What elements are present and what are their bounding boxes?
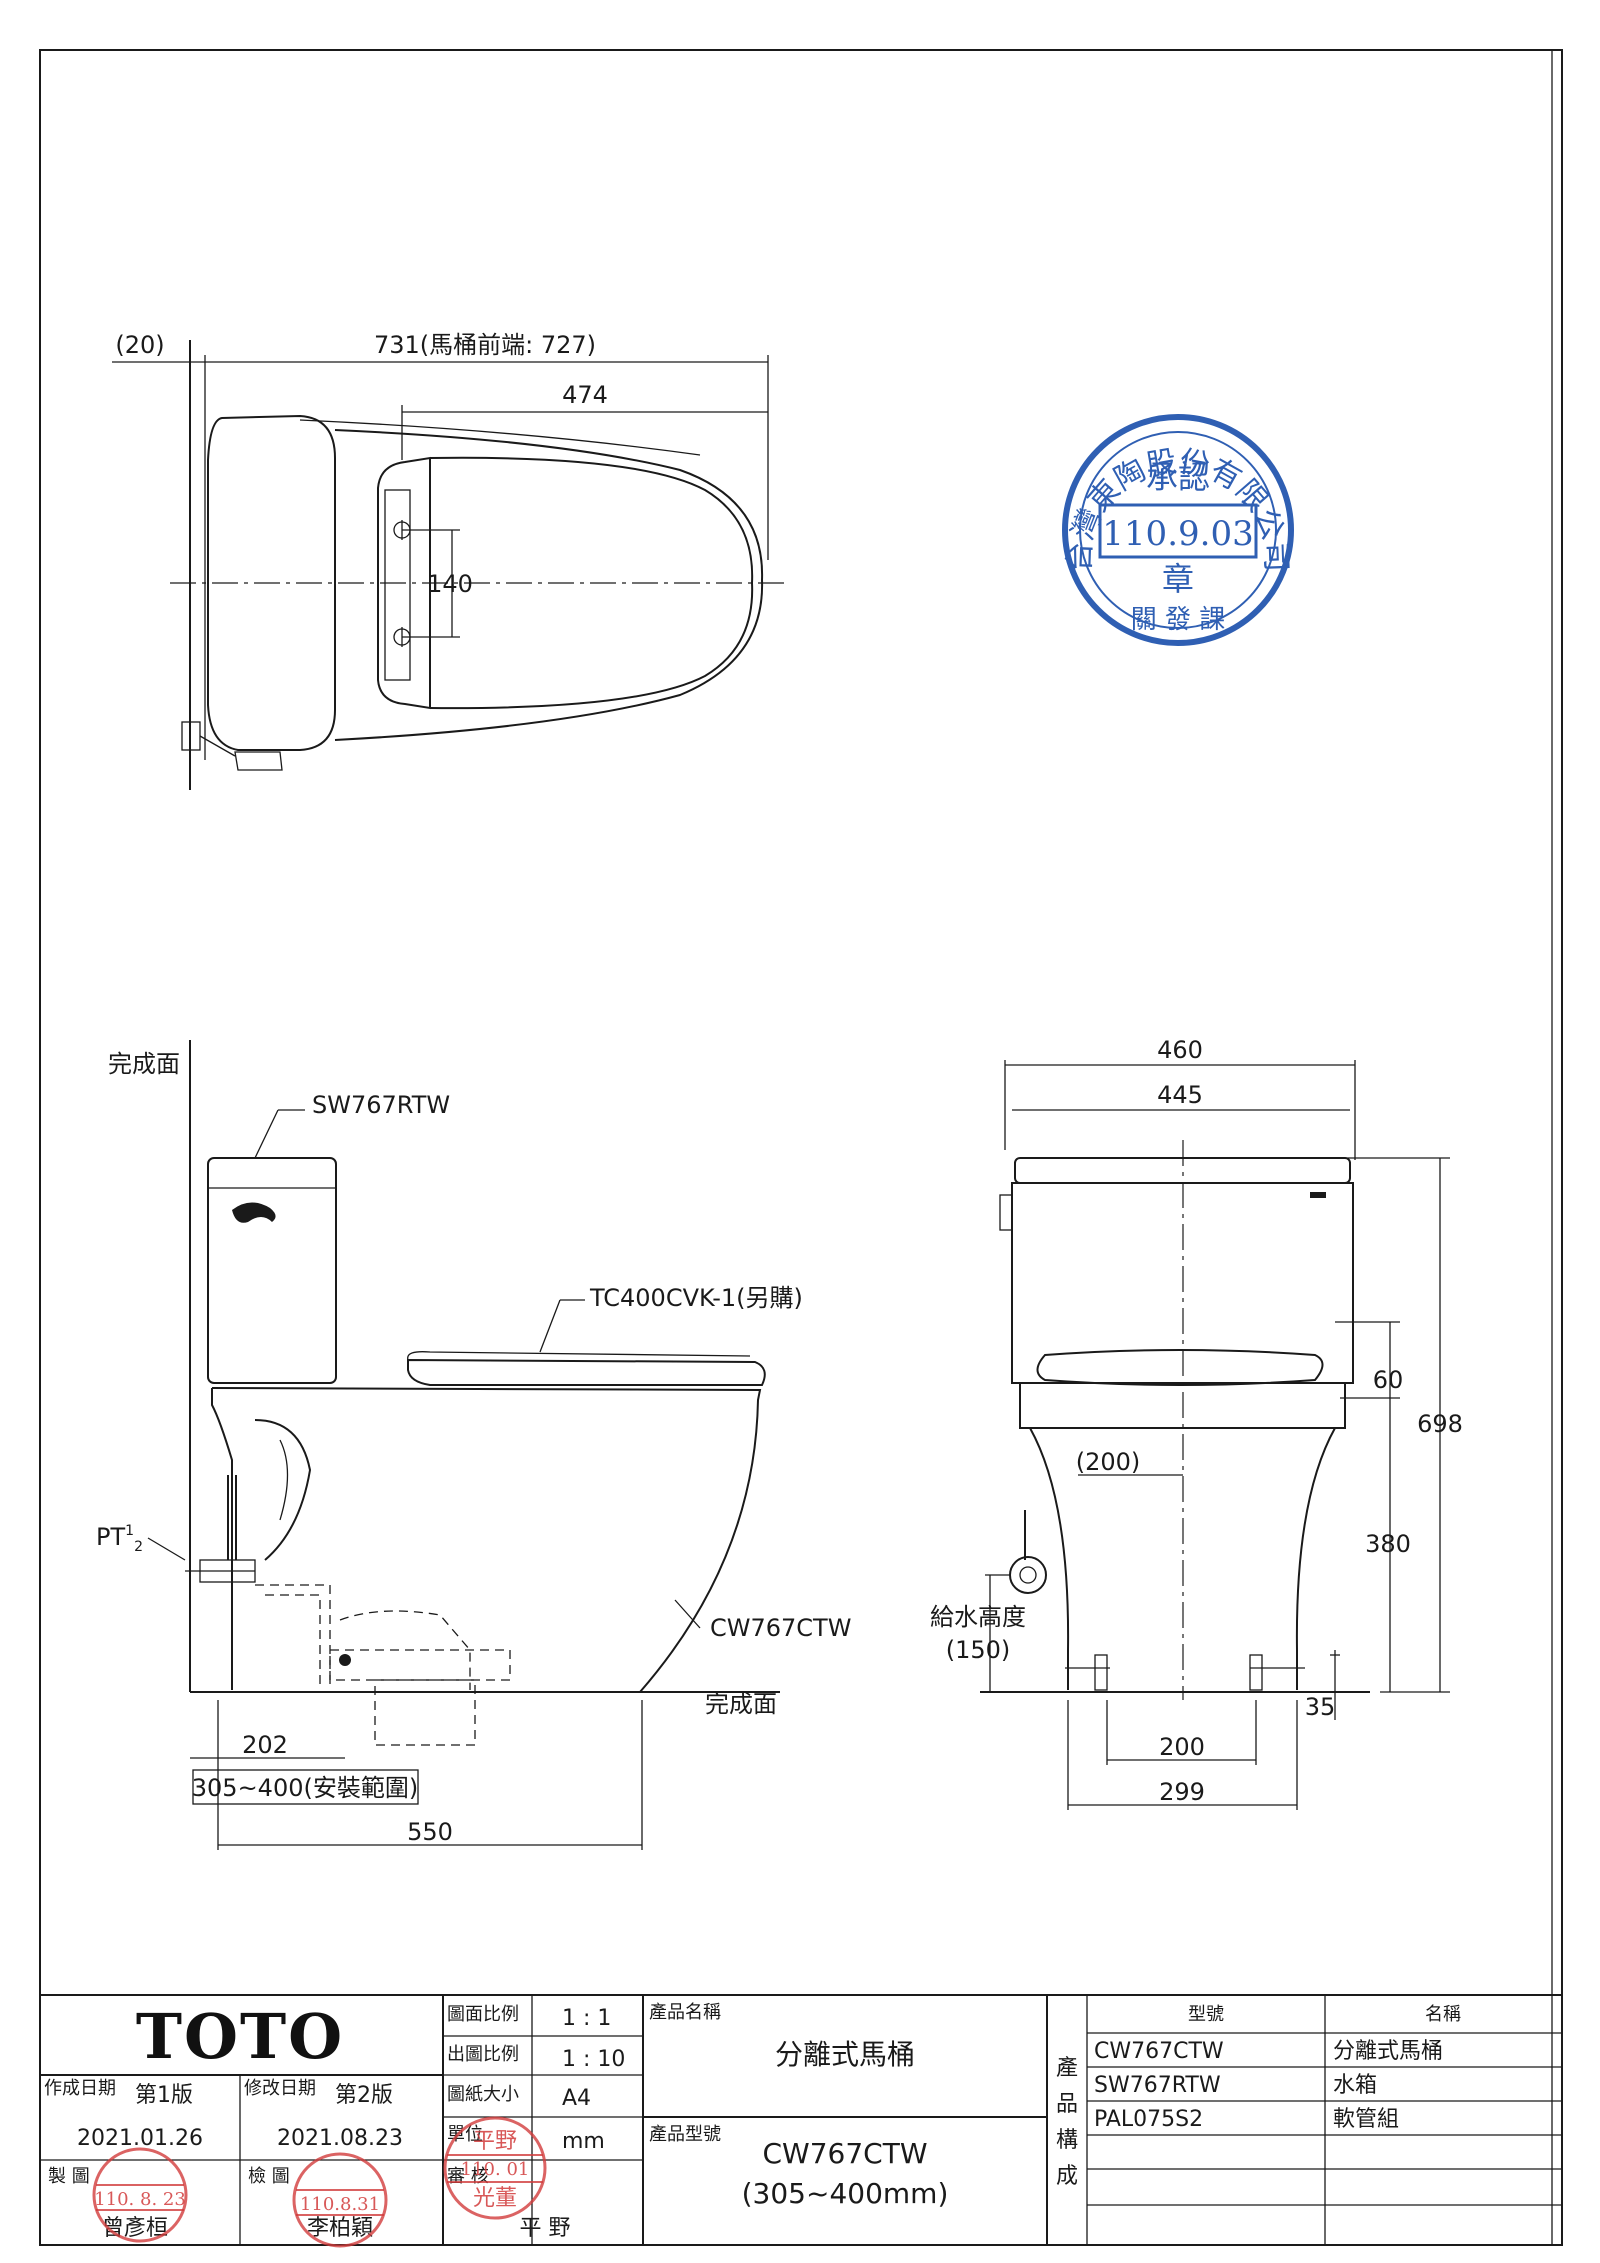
supply-height-value: (150) xyxy=(946,1636,1011,1664)
unit-value: mm xyxy=(562,2129,605,2154)
tank-model-label: SW767RTW xyxy=(312,1091,450,1119)
dim-550: 550 xyxy=(407,1818,453,1846)
product-model-range: (305~400mm) xyxy=(742,2177,949,2210)
drawing-scale-value: 1 : 1 xyxy=(562,2006,611,2031)
dim-install-range: 305~400(安裝範圍) xyxy=(192,1774,418,1802)
component-model-3: PAL075S2 xyxy=(1094,2107,1203,2132)
modified-date-label: 修改日期 xyxy=(244,2078,316,2099)
product-name: 分離式馬桶 xyxy=(775,2038,915,2071)
bowl-model-label: CW767CTW xyxy=(710,1614,851,1642)
bowl-outline-top xyxy=(334,429,764,741)
dim-200-top: (200) xyxy=(1076,1448,1141,1476)
unit-label: 單位 xyxy=(447,2124,483,2145)
composition-label: 產品構成 xyxy=(1056,2056,1078,2189)
supply-height-label: 給水高度 xyxy=(930,1603,1026,1631)
seat-front xyxy=(1036,1349,1324,1386)
stamp-bottom: 關 發 課 xyxy=(1131,605,1226,635)
front-view: 460 445 (200) 60 698 xyxy=(930,1036,1463,1810)
approved-stamp-top: 平野 xyxy=(473,2129,517,2154)
outer-border xyxy=(39,49,1563,2246)
side-view: 完成面 完成面 SW767RTW TC400CVK-1(另購) CW767CTW… xyxy=(96,1040,851,1850)
checked-by-label: 檢 圖 xyxy=(248,2166,290,2187)
modified-version: 第2版 xyxy=(335,2083,393,2108)
approval-stamp: 台灣東陶股份有限公司 承認 110.9.03 章 關 發 課 xyxy=(1062,414,1294,646)
drawing-scale-label: 圖面比例 xyxy=(447,2004,519,2025)
product-model: CW767CTW xyxy=(762,2137,927,2170)
product-name-label: 產品名稱 xyxy=(649,2002,721,2023)
dim-bolt-spacing: 140 xyxy=(427,570,473,598)
top-view: (20) 731(馬桶前端: 727) 474 140 xyxy=(112,331,790,790)
checked-stamp-date: 110.8.31 xyxy=(300,2194,380,2215)
created-date: 2021.01.26 xyxy=(77,2126,203,2151)
drawn-by-label: 製 圖 xyxy=(48,2166,90,2187)
dim-60: 60 xyxy=(1373,1366,1404,1394)
print-scale-label: 出圖比例 xyxy=(447,2044,519,2065)
dim-seat-length: 474 xyxy=(562,381,608,409)
approved-by-stamp: 平野 110. 01 光董 xyxy=(443,2116,547,2220)
dim-35: 35 xyxy=(1305,1693,1336,1721)
tank-outline-top xyxy=(207,414,336,751)
stamp-date: 110.9.03 xyxy=(1102,514,1253,554)
product-model-label: 產品型號 xyxy=(649,2124,721,2145)
paper-size-label: 圖紙大小 xyxy=(447,2084,519,2105)
dim-380: 380 xyxy=(1365,1530,1411,1558)
modified-date: 2021.08.23 xyxy=(277,2126,403,2151)
seat-side xyxy=(407,1358,766,1386)
component-header-model: 型號 xyxy=(1188,2004,1224,2025)
component-model-2: SW767RTW xyxy=(1094,2073,1221,2098)
pipe-label: PT12 xyxy=(96,1523,143,1555)
created-version: 第1版 xyxy=(135,2083,193,2108)
component-name-1: 分離式馬桶 xyxy=(1333,2039,1443,2064)
component-name-2: 水箱 xyxy=(1333,2073,1377,2098)
print-scale-value: 1 : 10 xyxy=(562,2047,625,2072)
dim-offset: (20) xyxy=(115,331,164,359)
stamp-title: 承認 xyxy=(1146,458,1210,496)
seat-hinge-top xyxy=(377,456,431,710)
created-date-label: 作成日期 xyxy=(44,2078,116,2099)
approved-stamp-date: 110. 01 xyxy=(461,2159,530,2180)
bowl-front-left xyxy=(1029,1427,1070,1690)
checked-by-name: 李柏穎 xyxy=(307,2216,373,2241)
stamp-word: 章 xyxy=(1162,560,1194,598)
approved-by-name: 平 野 xyxy=(520,2216,571,2241)
dim-460: 460 xyxy=(1157,1036,1203,1064)
component-header-name: 名稱 xyxy=(1425,2004,1461,2025)
drawn-by-stamp: 110. 8. 23 xyxy=(92,2147,188,2243)
bowl-front-right xyxy=(1295,1427,1336,1690)
dim-200: 200 xyxy=(1159,1733,1205,1761)
component-name-3: 軟管組 xyxy=(1333,2107,1399,2132)
dim-total-length: 731(馬桶前端: 727) xyxy=(374,331,596,359)
dim-698: 698 xyxy=(1417,1410,1463,1438)
checked-by-stamp: 110.8.31 xyxy=(292,2152,388,2248)
floor-label: 完成面 xyxy=(705,1690,777,1718)
toto-logo: TOTO xyxy=(136,2000,344,2073)
tank-side xyxy=(207,1157,337,1384)
dim-202: 202 xyxy=(242,1731,288,1759)
dim-445: 445 xyxy=(1157,1081,1203,1109)
drawn-stamp-date: 110. 8. 23 xyxy=(94,2189,186,2210)
seat-model-label: TC400CVK-1(另購) xyxy=(589,1284,803,1312)
paper-size-value: A4 xyxy=(562,2086,591,2111)
dim-299: 299 xyxy=(1159,1778,1205,1806)
component-model-1: CW767CTW xyxy=(1094,2039,1224,2064)
approved-stamp-name: 光董 xyxy=(473,2186,517,2211)
wall-label: 完成面 xyxy=(108,1050,180,1078)
title-block: TOTO 圖面比例 1 : 1 出圖比例 1 : 10 圖紙大小 A4 單位 m… xyxy=(39,1994,1563,2248)
bowl-side xyxy=(211,1387,762,1693)
